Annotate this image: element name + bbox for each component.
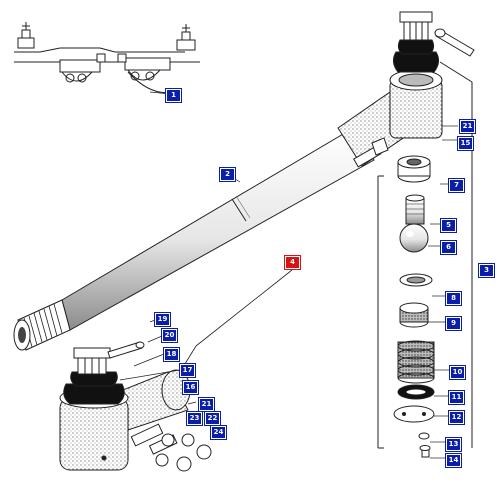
callout-6[interactable]: 6 (441, 241, 456, 254)
callout-21-upper[interactable]: 21 (460, 120, 475, 133)
lower-cotter-pin (107, 341, 145, 359)
callout-9[interactable]: 9 (446, 317, 461, 330)
callout-4[interactable]: 4 (285, 256, 300, 269)
callout-5[interactable]: 5 (441, 219, 456, 232)
callout-13[interactable]: 13 (446, 438, 461, 451)
exploded-parts (393, 155, 435, 458)
lower-end-assembly (59, 269, 293, 472)
callout-14[interactable]: 14 (446, 454, 461, 467)
callout-24[interactable]: 24 (211, 426, 226, 439)
upper-boot-and-nut (392, 11, 440, 73)
callout-11[interactable]: 11 (449, 391, 464, 404)
callout-8[interactable]: 8 (446, 292, 461, 305)
callout-12[interactable]: 12 (449, 411, 464, 424)
upper-socket-housing (337, 69, 443, 168)
callout-16[interactable]: 16 (183, 381, 198, 394)
callout-22[interactable]: 22 (205, 412, 220, 425)
callout-19[interactable]: 19 (155, 313, 170, 326)
tie-rod-tube (13, 129, 375, 351)
callout-10[interactable]: 10 (450, 366, 465, 379)
callout-21-lower[interactable]: 21 (199, 398, 214, 411)
callout-7[interactable]: 7 (449, 179, 464, 192)
callout-15[interactable]: 15 (458, 137, 473, 150)
upper-cotter-pin (434, 28, 475, 57)
overview-inset (14, 22, 200, 94)
callout-18[interactable]: 18 (164, 348, 179, 361)
callout-17[interactable]: 17 (180, 364, 195, 377)
callout-1[interactable]: 1 (166, 89, 181, 102)
callout-20[interactable]: 20 (162, 329, 177, 342)
callout-2[interactable]: 2 (220, 168, 235, 181)
callout-23[interactable]: 23 (187, 412, 202, 425)
callout-3[interactable]: 3 (479, 264, 494, 277)
